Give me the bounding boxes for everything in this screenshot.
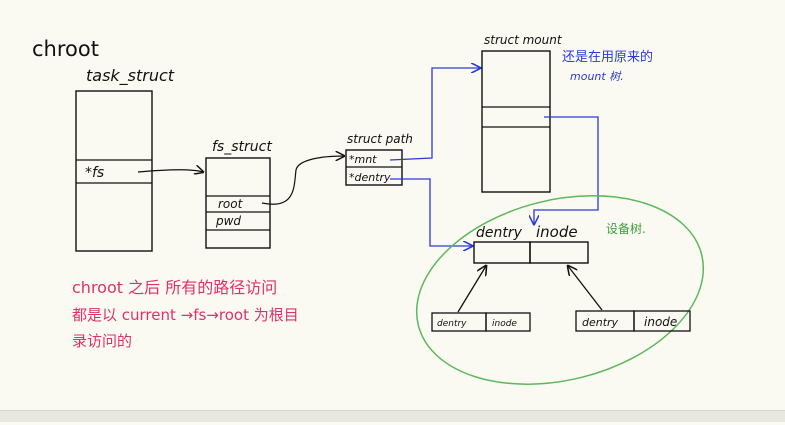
arrow-left-child-to-dentry xyxy=(457,266,486,313)
arrow-root-to-path xyxy=(261,156,344,205)
arrow-dentry-to-dentry xyxy=(390,178,472,246)
struct-path-label: struct path xyxy=(347,132,413,146)
arrow-fs-to-fs-struct xyxy=(137,170,203,172)
fs-struct-label: fs_struct xyxy=(212,139,272,155)
arrow-mnt-to-mount xyxy=(389,68,480,161)
inode-top-box xyxy=(529,241,589,264)
dentry-top-box xyxy=(473,241,531,264)
struct-mount-label: struct mount xyxy=(484,33,563,47)
child-right-inode-label: inode xyxy=(644,315,677,329)
child-left-inode-box xyxy=(485,312,531,332)
inode-top-label: inode xyxy=(536,223,578,241)
child-right-inode-box xyxy=(633,310,691,332)
note-chroot-line2: 都是以 current →fs→root 为根目 xyxy=(72,306,299,324)
arrow-right-child-to-dentry xyxy=(568,266,603,311)
child-right-dentry-label: dentry xyxy=(582,316,619,329)
arrow-mount-to-dentry xyxy=(534,116,599,224)
fs-struct-root-field: root xyxy=(218,197,244,211)
note-chroot-line3: 录访问的 xyxy=(72,332,132,350)
note-chroot-line1: chroot 之后 所有的路径访问 xyxy=(72,278,277,297)
task-struct-fs-field: *fs xyxy=(85,165,104,181)
bottom-bar xyxy=(0,410,785,422)
dentry-top-label: dentry xyxy=(476,225,523,241)
struct-mount-box xyxy=(481,50,551,193)
page-title: chroot xyxy=(32,37,99,61)
device-tree-ellipse xyxy=(415,195,705,385)
note-device: 设备树. xyxy=(606,221,646,236)
struct-path-dentry-field: *dentry xyxy=(349,171,391,184)
note-mount-line1: 还是在用原来的 xyxy=(562,49,653,65)
fs-struct-pwd-field: pwd xyxy=(215,214,241,228)
task-struct-label: task_struct xyxy=(86,66,175,86)
child-left-inode-label: inode xyxy=(492,319,517,329)
note-mount-line2: mount 树. xyxy=(570,70,624,83)
fs-struct-box xyxy=(205,157,271,249)
struct-path-mnt-field: *mnt xyxy=(349,153,377,166)
child-left-dentry-label: dentry xyxy=(437,319,467,329)
